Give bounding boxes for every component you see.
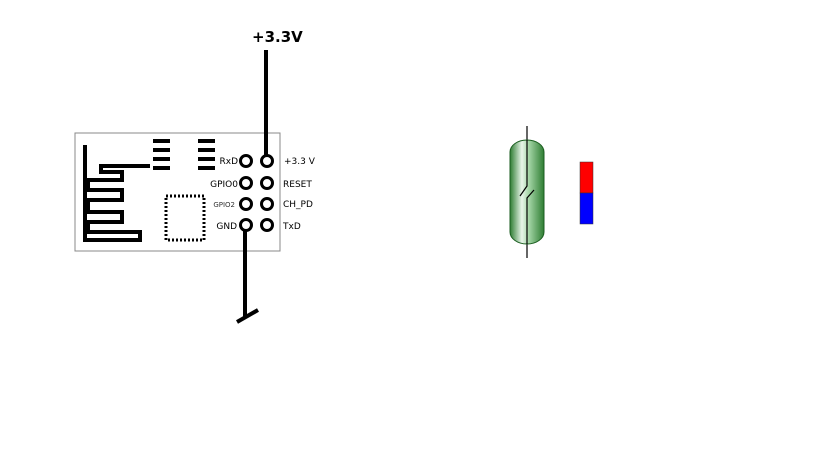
reed-contact-upper xyxy=(519,140,528,197)
pin-txd xyxy=(260,218,274,232)
esp01-module: RxD GPIO0 GPIO2 GND +3.3 V RESET CH_PD T… xyxy=(74,132,316,252)
reed-switch xyxy=(509,126,545,258)
reed-contact-lower xyxy=(526,189,535,244)
magnet xyxy=(579,161,594,225)
pin-label-rxd: RxD xyxy=(219,157,238,167)
pin-gnd xyxy=(239,218,253,232)
pin-rxd xyxy=(239,154,253,168)
magnet-north-pole xyxy=(579,161,594,194)
pin-gpio2 xyxy=(239,197,253,211)
pin-label-gnd: GND xyxy=(216,222,237,232)
pin-3v3 xyxy=(260,154,274,168)
pin-label-ch-pd: CH_PD xyxy=(283,200,313,210)
pin-ch-pd xyxy=(260,197,274,211)
pin-label-reset: RESET xyxy=(283,180,312,190)
flash-chip-pins-left xyxy=(153,139,170,170)
magnet-south-pole xyxy=(579,192,594,225)
pin-label-3v3: +3.3 V xyxy=(284,157,316,167)
ground-symbol xyxy=(236,308,259,324)
mcu-chip xyxy=(164,194,206,242)
flash-chip-pins-right xyxy=(198,139,215,170)
pin-label-txd: TxD xyxy=(282,222,301,232)
pin-label-gpio2: GPIO2 xyxy=(213,201,235,209)
pin-reset xyxy=(260,176,274,190)
pcb-antenna xyxy=(83,145,150,242)
pin-label-gpio0: GPIO0 xyxy=(210,180,238,190)
pin-gpio0 xyxy=(239,176,253,190)
supply-label: +3.3V xyxy=(252,28,303,46)
